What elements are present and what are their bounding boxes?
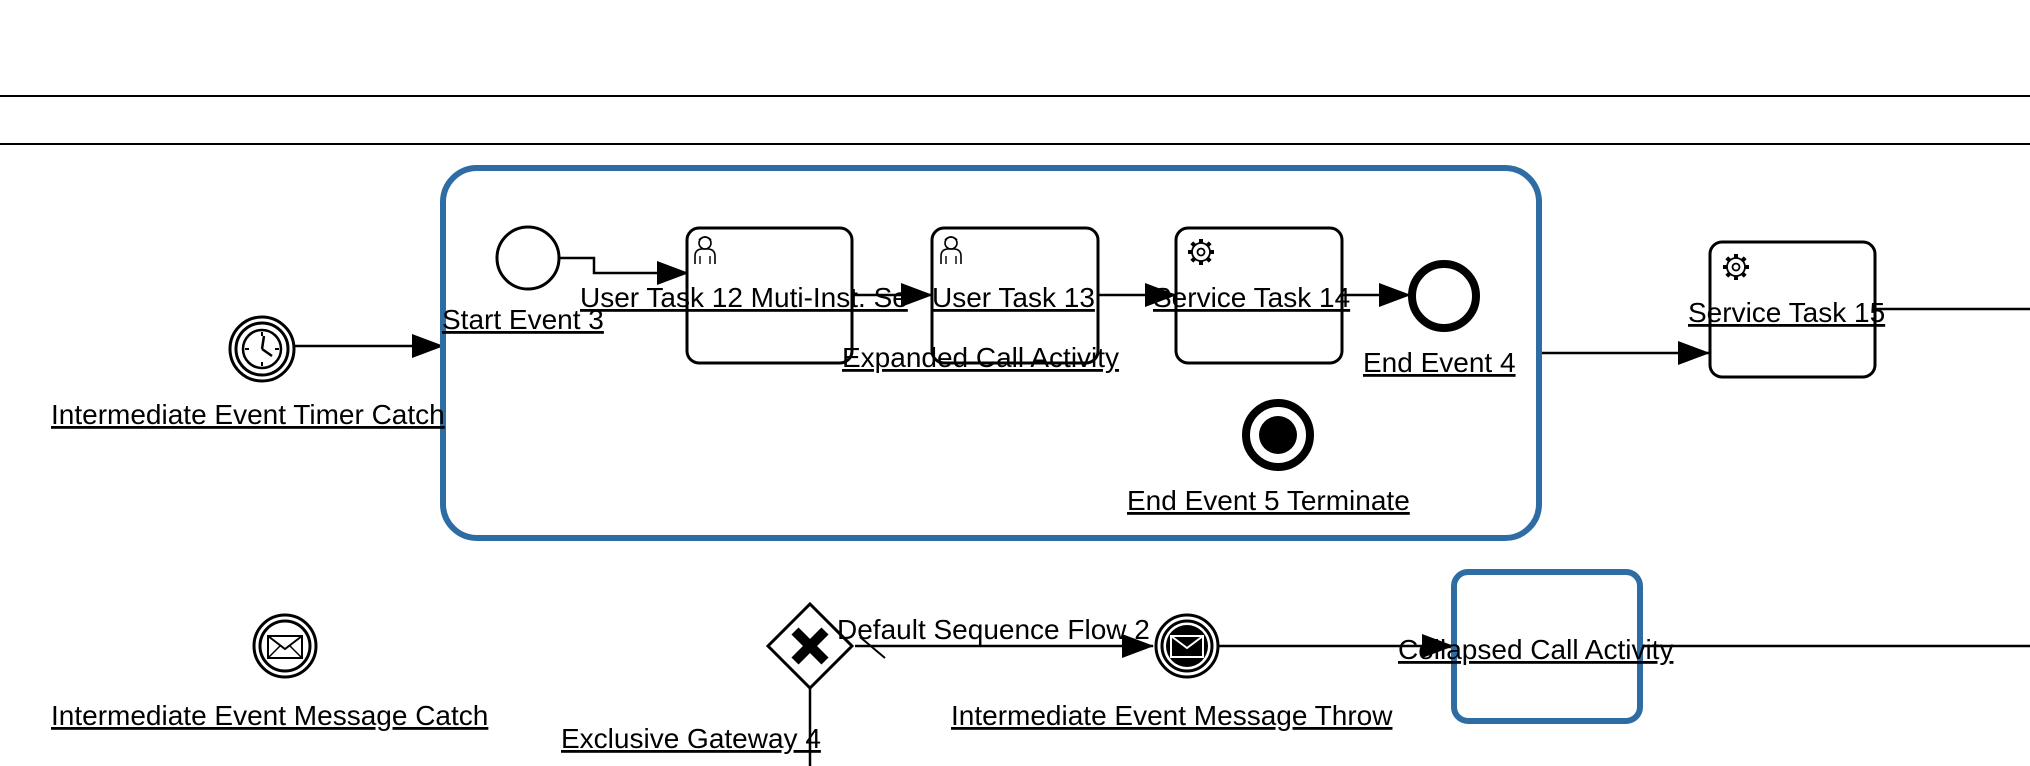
exclusive-gateway-4[interactable] [765,601,855,691]
user-task-13-label: User Task 13 [932,282,1095,313]
timer-catch-label: Intermediate Event Timer Catch [51,399,445,430]
expanded-call-activity-label: Expanded Call Activity [842,342,1119,373]
envelope-icon [1166,625,1208,667]
x-marker-icon [791,627,829,665]
expanded-call-activity[interactable] [440,165,1542,541]
message-throw-label: Intermediate Event Message Throw [951,700,1393,731]
end-event-4-label: End Event 4 [1363,347,1516,378]
service-task-14-label: Service Task 14 [1153,282,1350,313]
start-event-3-label: Start Event 3 [442,304,604,335]
default-flow-slash [859,636,886,659]
end-event-5-label: End Event 5 Terminate [1127,485,1410,516]
end-event-4[interactable] [1408,260,1480,332]
service-task-15-label: Service Task 15 [1688,297,1885,328]
envelope-icon [267,635,303,659]
start-event-3[interactable] [495,225,561,291]
intermediate-event-timer-catch[interactable] [228,315,296,383]
collapsed-call-activity-label: Collapsed Call Activity [1398,634,1673,665]
collapsed-call-activity[interactable] [1451,569,1643,724]
exclusive-gateway-4-label: Exclusive Gateway 4 [561,723,821,754]
end-event-5-terminate[interactable] [1242,399,1314,471]
user-task-13[interactable] [930,226,1100,365]
user-task-12[interactable] [685,226,854,365]
intermediate-event-message-throw[interactable] [1154,613,1220,679]
message-catch-label: Intermediate Event Message Catch [51,700,488,731]
intermediate-event-message-catch[interactable] [252,613,318,679]
flow-start3-to-task12[interactable] [560,256,689,285]
clock-icon [241,328,283,370]
default-sequence-flow-2-label: Default Sequence Flow 2 [837,614,1150,645]
service-task-15[interactable] [1708,240,1877,379]
service-task-14[interactable] [1174,226,1344,365]
user-task-12-label: User Task 12 Muti-Inst. Se [580,282,908,313]
